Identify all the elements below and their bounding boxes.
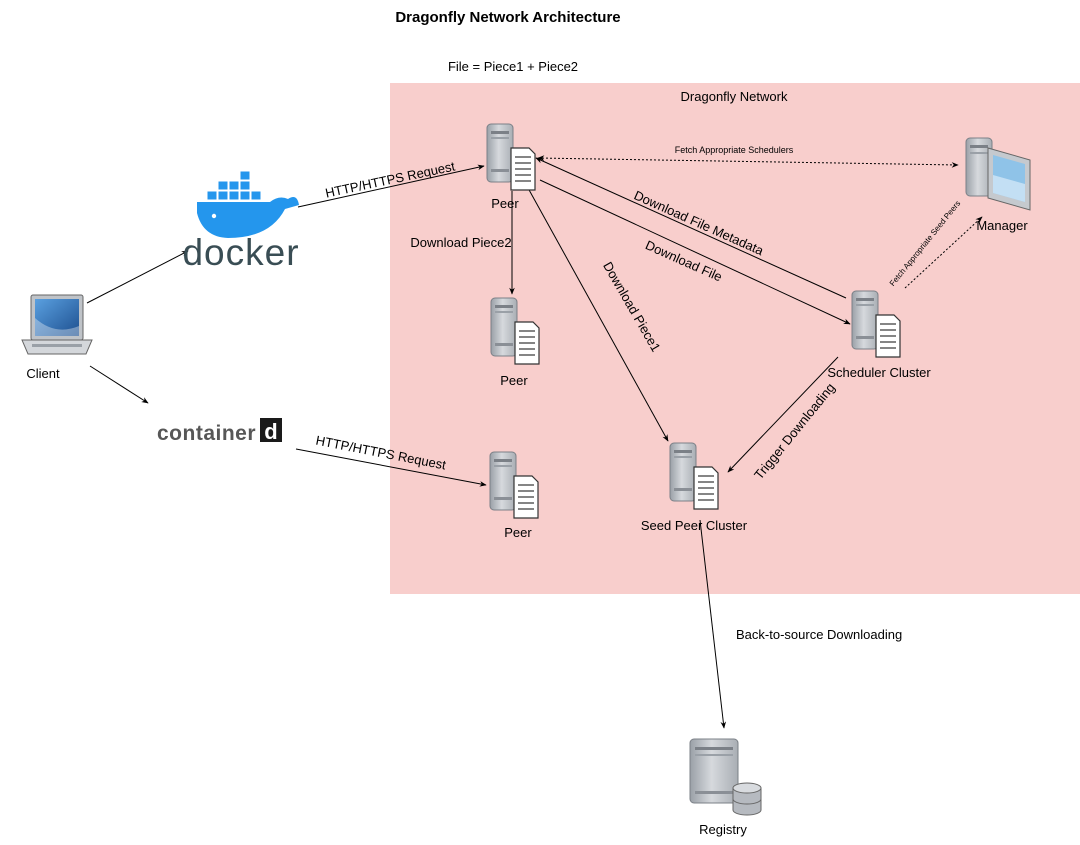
docker-wordmark: docker xyxy=(182,232,299,273)
download-metadata-arrow xyxy=(535,157,847,299)
workstation-icon xyxy=(965,137,1031,211)
containerd-wordmark: container xyxy=(157,422,256,445)
scheduler-cluster-node: Scheduler Cluster xyxy=(827,290,931,380)
file-note: File = Piece1 + Piece2 xyxy=(448,59,578,74)
containerd-mark: d xyxy=(264,419,277,444)
client-to-docker-arrow xyxy=(86,250,189,304)
download-file-arrow xyxy=(539,179,851,325)
edges xyxy=(86,155,983,729)
docker-node: docker xyxy=(182,170,299,273)
fetch-schedulers-label: Fetch Appropriate Schedulers xyxy=(675,145,794,155)
download-piece1-arrow xyxy=(527,187,669,442)
peer-piece2-label: Peer xyxy=(500,373,528,388)
containerd-mark-icon xyxy=(260,418,282,442)
peer-main-node: Peer xyxy=(486,123,536,211)
back-to-source-label: Back-to-source Downloading xyxy=(736,627,902,642)
manager-label: Manager xyxy=(976,218,1028,233)
network-label: Dragonfly Network xyxy=(681,89,788,104)
database-server-icon xyxy=(689,738,762,816)
docker-to-peer-arrow xyxy=(297,164,485,208)
manager-node: Manager xyxy=(965,137,1031,233)
peer-containerd-label: Peer xyxy=(504,525,532,540)
containerd-to-peer-arrow xyxy=(295,448,487,487)
client-node: Client xyxy=(21,294,93,381)
scheduler-cluster-label: Scheduler Cluster xyxy=(827,365,931,380)
containerd-node: container d xyxy=(157,418,282,445)
trigger-downloading-arrow xyxy=(727,356,839,473)
docker-whale-icon xyxy=(197,170,299,238)
back-to-source-arrow xyxy=(699,519,727,729)
registry-node: Registry xyxy=(689,738,762,837)
registry-label: Registry xyxy=(699,822,747,837)
laptop-icon xyxy=(21,294,93,355)
download-piece2-label: Download Piece2 xyxy=(410,235,511,250)
client-to-containerd-arrow xyxy=(89,365,149,404)
peer-piece2-node: Peer xyxy=(490,297,540,388)
client-label: Client xyxy=(26,366,60,381)
peer-main-label: Peer xyxy=(491,196,519,211)
diagram-title: Dragonfly Network Architecture xyxy=(395,9,620,26)
fetch-seed-peers-arrow xyxy=(904,216,983,289)
seed-peer-cluster-node: Seed Peer Cluster xyxy=(641,442,748,533)
peer-containerd-node: Peer xyxy=(489,451,539,540)
seed-peer-cluster-label: Seed Peer Cluster xyxy=(641,518,748,533)
